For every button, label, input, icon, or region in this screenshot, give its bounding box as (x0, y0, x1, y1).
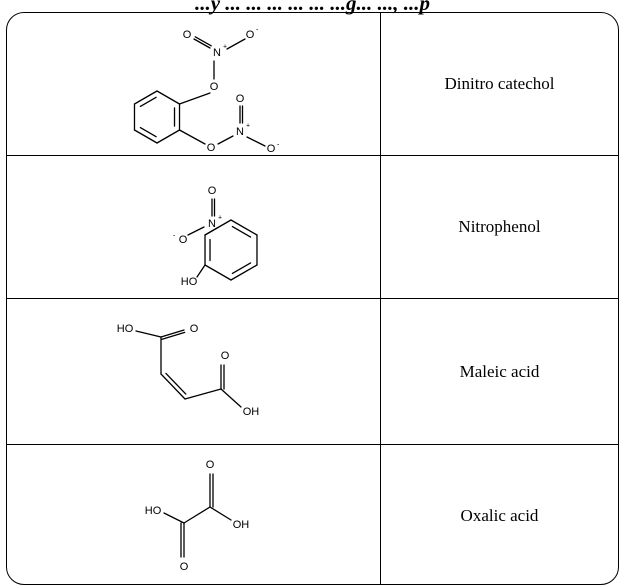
hydroxyl-label: HO (145, 505, 162, 517)
bond-line (196, 264, 206, 278)
charge-label: + (246, 123, 250, 130)
structure-maleic-acid: HO O O OH (7, 299, 380, 444)
name-nitrophenol: Nitrophenol (458, 217, 541, 236)
oxygen-label: O (190, 323, 199, 335)
bond-line (209, 506, 232, 521)
table-caption: ...y ... ... ... ... ... ...g... ..., ..… (194, 0, 431, 15)
ring-bond-line (231, 225, 252, 238)
hydroxyl-label: HO (181, 276, 198, 288)
ring-bond-line (231, 262, 252, 275)
hydroxyl-label: OH (243, 406, 260, 418)
nitrogen-label: N (208, 218, 216, 230)
oxygen-label: O (206, 459, 215, 471)
bond-line (135, 330, 162, 338)
ring-bond-line (156, 129, 181, 144)
ring-bond-line (133, 129, 158, 144)
oxygen-label: O (267, 143, 276, 155)
ring-bond-line (156, 90, 181, 105)
ring-bond-line (139, 96, 157, 108)
hydroxyl-label: OH (233, 519, 250, 531)
structure-oxalic-acid: HO O O OH (7, 445, 380, 584)
charge-label: + (218, 215, 222, 222)
oxygen-label: O (208, 185, 217, 197)
oxygen-label: O (246, 29, 255, 41)
oxygen-label: O (236, 93, 245, 105)
charge-label: + (223, 44, 227, 51)
hydroxyl-label: HO (117, 323, 134, 335)
double-bond-line (160, 373, 186, 400)
double-bond-line (165, 372, 187, 395)
name-maleic-acid: Maleic acid (459, 361, 540, 381)
nitrogen-label: N (213, 47, 221, 59)
charge-label: - (173, 233, 176, 240)
row-divider (7, 444, 618, 445)
bond-line (178, 129, 206, 145)
oxygen-label: O (180, 561, 189, 573)
oxygen-label: O (183, 29, 192, 41)
bond-line (163, 512, 185, 524)
double-bond-line (194, 36, 212, 47)
name-oxalic-acid: Oxalic acid (460, 505, 539, 525)
double-bond-line (160, 329, 185, 338)
ring-bond-line (204, 264, 232, 281)
double-bond-line (161, 331, 186, 341)
double-bond-line (193, 38, 211, 49)
charge-label: - (277, 142, 280, 149)
bond-line (226, 38, 246, 50)
bond-line (184, 388, 222, 400)
oxygen-label: O (207, 142, 216, 154)
row-divider (7, 298, 618, 299)
ring-bond-line (133, 90, 158, 105)
bond-line (220, 388, 242, 408)
bond-line (204, 227, 218, 236)
bond-line (183, 506, 211, 524)
bond-line (217, 135, 234, 145)
ring-bond-line (230, 264, 258, 281)
bond-line (246, 136, 266, 147)
charge-label: - (256, 27, 259, 34)
name-dinitro-catechol: Dinitro catechol (444, 74, 555, 93)
oxygen-label: O (221, 350, 230, 362)
oxygen-label: O (179, 234, 188, 246)
bond-line (178, 92, 211, 105)
oxygen-label: O (210, 81, 219, 93)
ring-bond-line (230, 219, 258, 236)
ring-bond-line (139, 126, 157, 138)
bond-line (187, 226, 205, 236)
row-divider (7, 155, 618, 156)
nitrogen-label: N (236, 126, 244, 138)
